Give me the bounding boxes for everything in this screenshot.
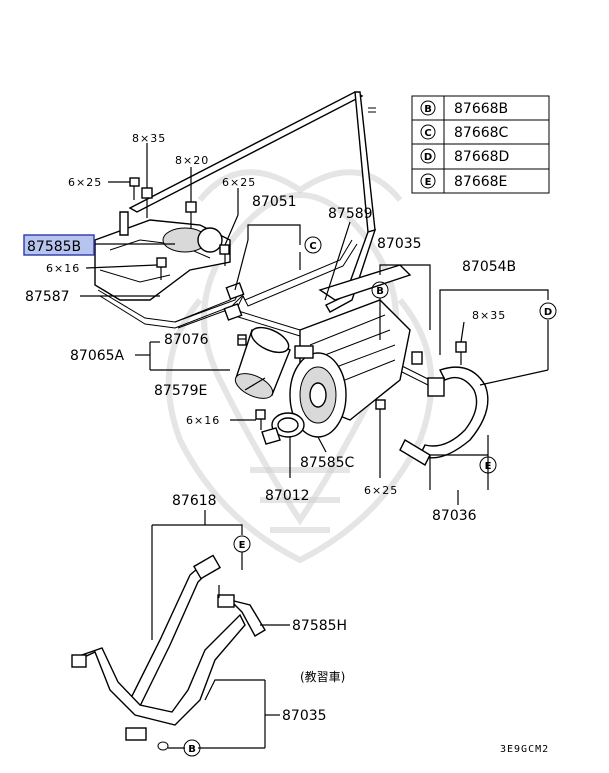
clamp-87012-drawing <box>261 412 305 445</box>
pipe-87589-drawing <box>128 91 377 313</box>
legend-part-d: 87668D <box>454 149 509 165</box>
legend-part-c: 87668C <box>454 125 509 141</box>
bolt-6x25-mid-drawing <box>219 244 230 266</box>
size-label-6x16-lower: 6×16 <box>186 414 220 427</box>
bolt-8x35-right-drawing <box>455 341 467 365</box>
part-label-87585C[interactable]: 87585C <box>300 455 355 471</box>
bolt-6x16-lower-drawing <box>255 409 266 430</box>
training-car-note: (教習車) <box>300 669 345 684</box>
size-label-6x25-mid: 6×25 <box>222 176 256 189</box>
size-label-8x20: 8×20 <box>175 154 209 167</box>
size-label-6x25-lower: 6×25 <box>364 484 398 497</box>
hose-87036-drawing <box>318 264 489 466</box>
legend-code-b: B <box>424 104 432 115</box>
leader-lines <box>80 143 549 749</box>
legend-table: B 87668B C 87668C D 87668D E 87668E <box>411 95 550 194</box>
legend-part-b: 87668B <box>454 101 508 117</box>
part-label-87618[interactable]: 87618 <box>172 493 217 509</box>
part-label-87579E[interactable]: 87579E <box>154 383 207 399</box>
legend-row-c[interactable]: C 87668C <box>420 124 509 141</box>
callout-b-lower-letter: B <box>188 744 196 755</box>
part-label-87585H[interactable]: 87585H <box>292 618 347 634</box>
bolt-6x25-lower-drawing <box>375 399 386 422</box>
upper-left-assembly <box>94 211 243 329</box>
compressor-drawing <box>289 299 411 438</box>
callout-b-lower[interactable]: B <box>183 739 201 757</box>
part-label-87036[interactable]: 87036 <box>432 508 477 524</box>
size-label-6x16-left: 6×16 <box>46 262 80 275</box>
part-label-87035-lower[interactable]: 87035 <box>282 708 327 724</box>
size-label-8x35-top: 8×35 <box>132 132 166 145</box>
callout-d[interactable]: D <box>539 302 557 320</box>
legend-code-c: C <box>424 128 431 139</box>
legend-code-d: D <box>424 152 432 163</box>
callout-e-lower[interactable]: E <box>233 535 251 553</box>
part-label-87051[interactable]: 87051 <box>252 194 297 210</box>
lower-hose-assembly-drawing <box>71 554 266 751</box>
callout-e-lower-letter: E <box>239 540 246 551</box>
part-label-87054B[interactable]: 87054B <box>462 259 516 275</box>
part-label-87012[interactable]: 87012 <box>265 488 310 504</box>
callout-b-upper[interactable]: B <box>371 281 389 299</box>
callout-e-right[interactable]: E <box>479 456 497 474</box>
part-label-87076[interactable]: 87076 <box>164 332 209 348</box>
callout-c-letter: C <box>309 241 316 252</box>
callout-e-right-letter: E <box>485 461 492 472</box>
legend-part-e: 87668E <box>454 174 507 190</box>
bolt-6x25-left-drawing <box>129 177 140 200</box>
part-label-87585B[interactable]: 87585B <box>23 234 95 256</box>
callout-b-upper-letter: B <box>376 286 384 297</box>
legend-row-d[interactable]: D 87668D <box>420 148 509 165</box>
legend-row-b[interactable]: B 87668B <box>420 100 508 117</box>
bolt-6x16-left-drawing <box>156 257 167 280</box>
part-label-87035-upper[interactable]: 87035 <box>377 236 422 252</box>
diagram-code: 3E9GCM2 <box>500 744 549 755</box>
receiver-drier-drawing <box>234 326 291 399</box>
callout-c[interactable]: C <box>304 236 322 254</box>
part-label-87589[interactable]: 87589 <box>328 206 373 222</box>
part-label-87587[interactable]: 87587 <box>25 289 70 305</box>
legend-row-e[interactable]: E 87668E <box>420 173 507 190</box>
size-label-6x25-left: 6×25 <box>68 176 102 189</box>
part-number-87585B: 87585B <box>27 239 81 255</box>
size-label-8x35-right: 8×35 <box>472 309 506 322</box>
legend-code-e: E <box>425 177 432 188</box>
callout-d-letter: D <box>544 307 552 318</box>
part-label-87065A[interactable]: 87065A <box>70 348 125 364</box>
